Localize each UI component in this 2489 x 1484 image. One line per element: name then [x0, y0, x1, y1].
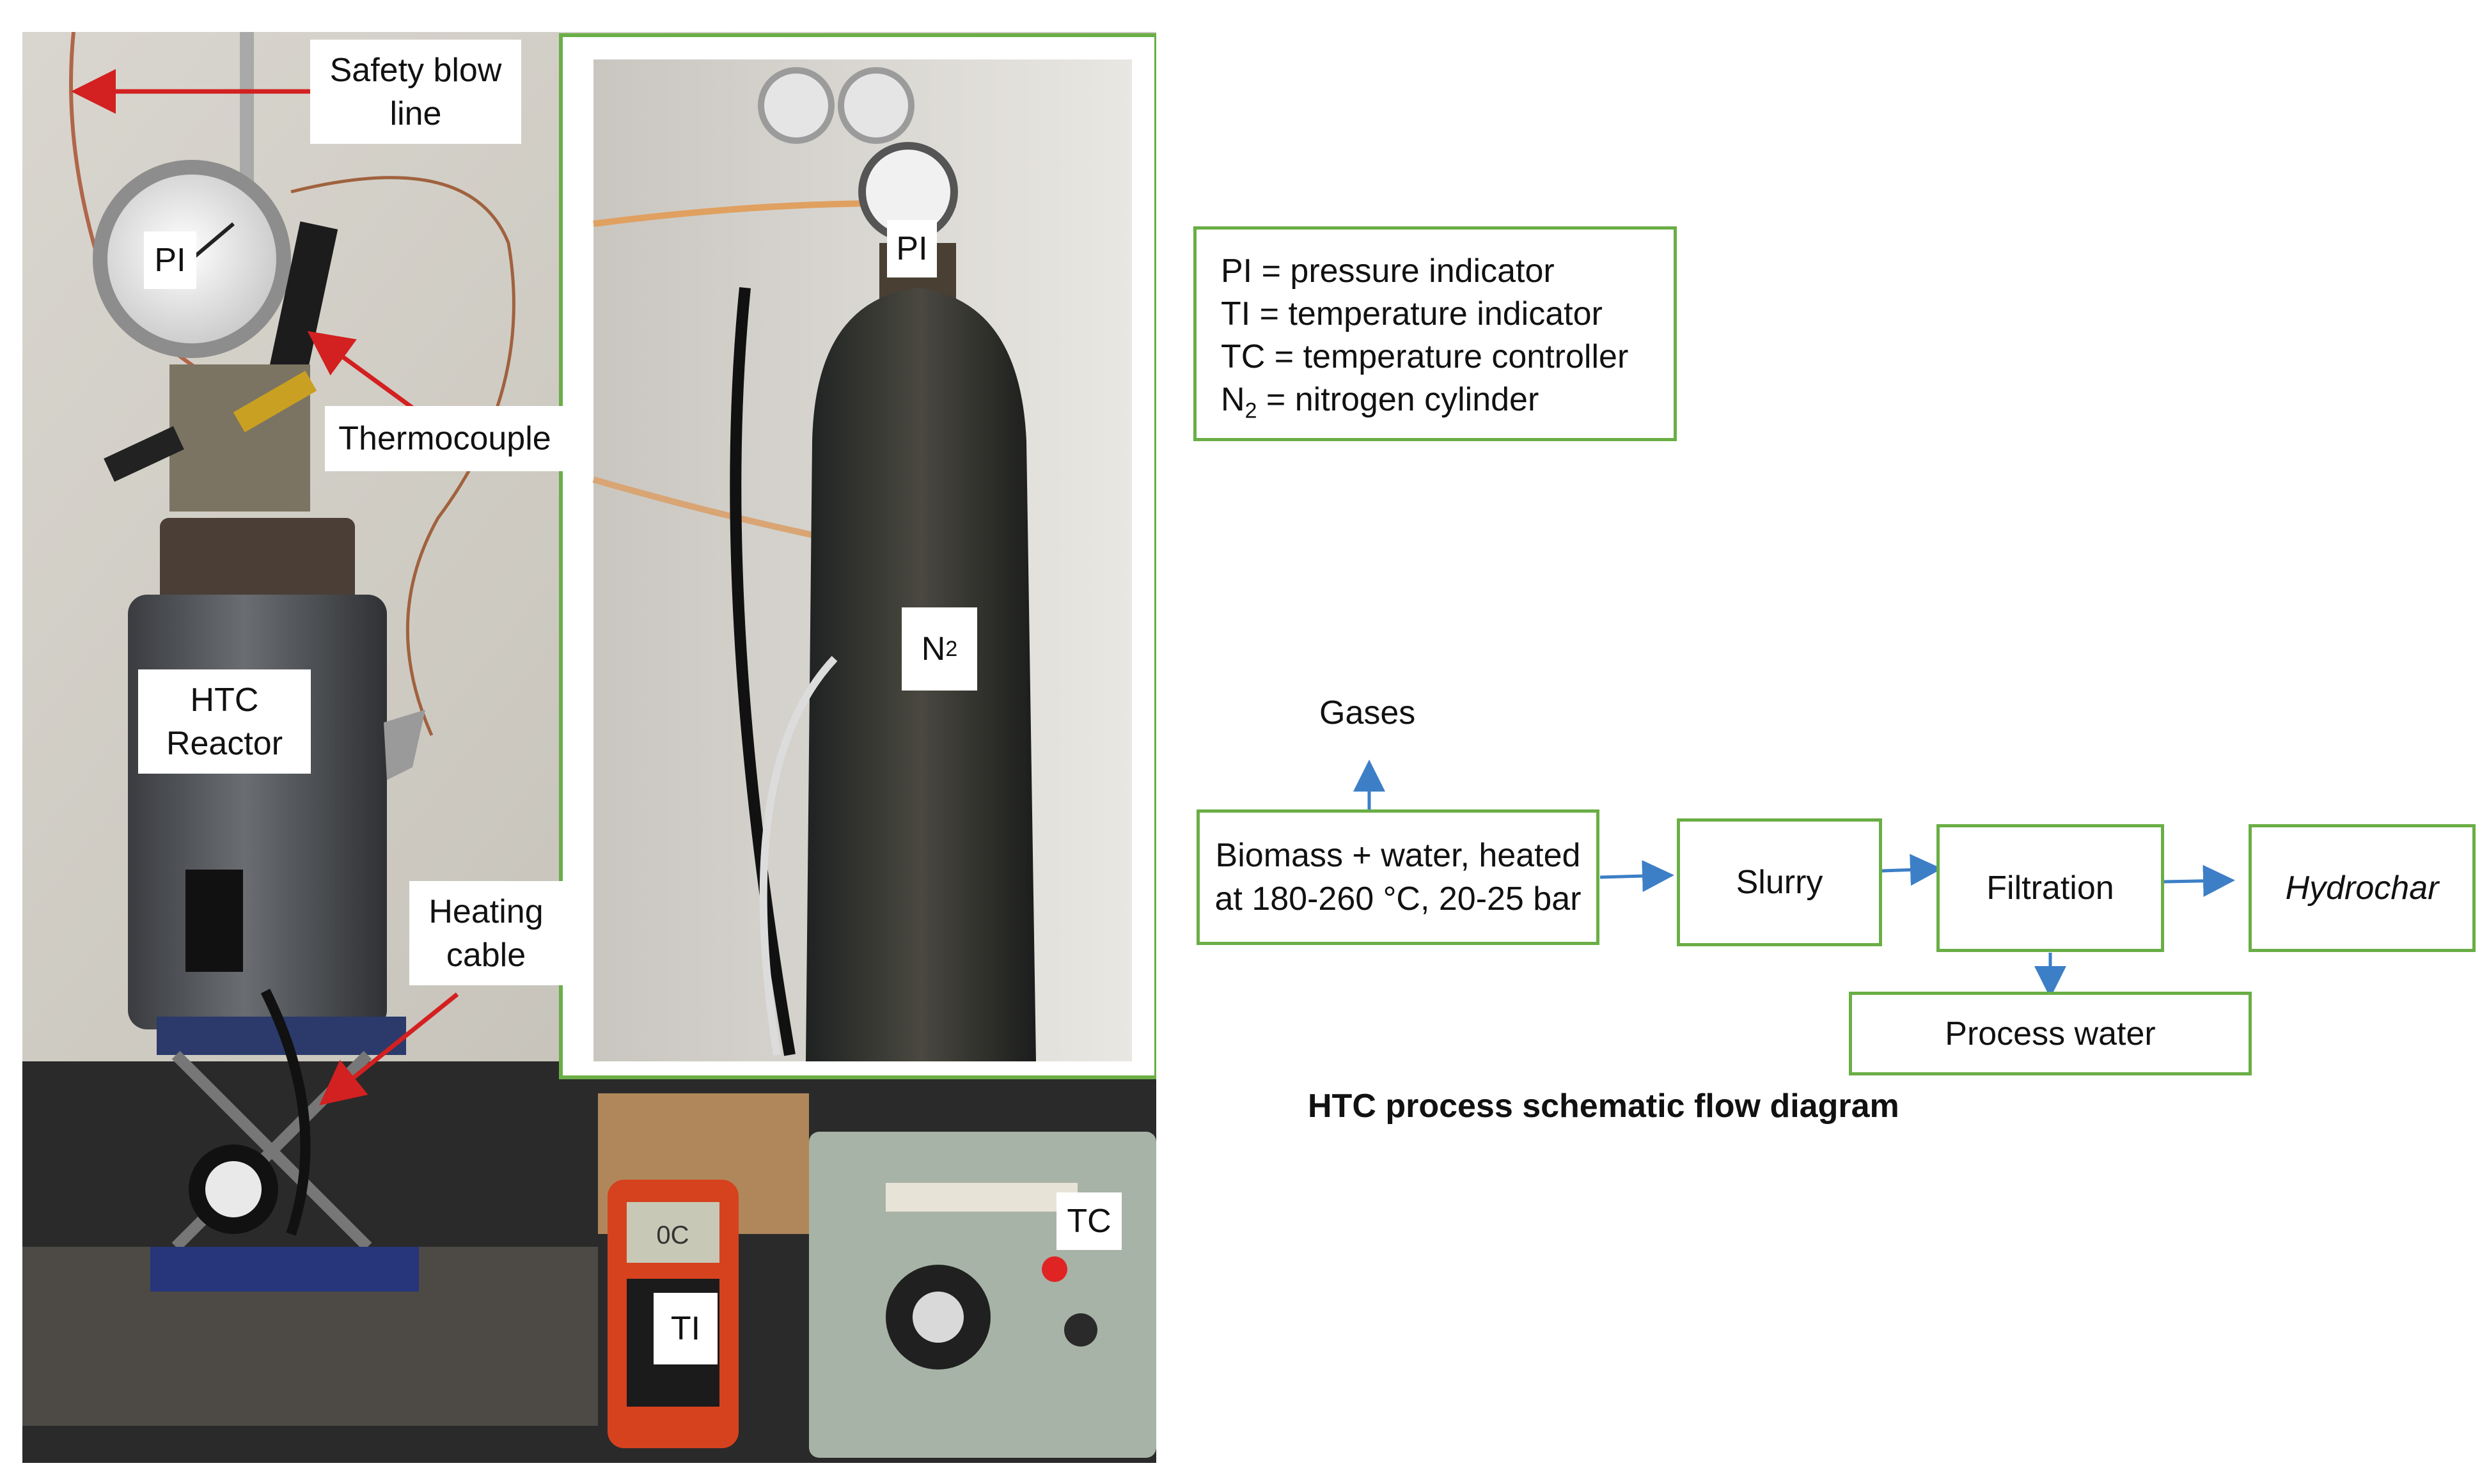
valve-handle-right [233, 370, 317, 433]
flow-step-process-water: Process water [1849, 992, 2252, 1075]
inset-black-hose [730, 287, 796, 1056]
tc-controller-dial-cap [913, 1292, 964, 1343]
label-thermocouple: Thermocouple [325, 406, 565, 471]
label-tc: TC [1056, 1192, 1122, 1250]
reactor-head [160, 518, 355, 614]
label-pi-cylinder: PI [887, 220, 937, 277]
gauge-needle [191, 222, 235, 261]
legend-n2-subscript: 2 [1244, 398, 1257, 423]
legend-line-tc: TC = temperature controller [1221, 338, 1629, 375]
inset-white-tube [759, 655, 838, 1056]
vessel-connector [185, 870, 243, 972]
abbreviation-legend: PI = pressure indicator TI = temperature… [1193, 226, 1677, 441]
flow-step-biomass-heating: Biomass + water, heated at 180-260 °C, 2… [1197, 809, 1599, 945]
tc-controller-switch [1064, 1313, 1097, 1347]
flow-arrow-to-filtration [1881, 854, 1942, 886]
legend-n2-suffix: = nitrogen cylinder [1257, 381, 1539, 418]
htc-reactor-photo: 0C [22, 32, 1156, 1463]
inset-gauge-right [838, 67, 915, 144]
heating-cable [260, 988, 311, 1236]
photo-illustration: 0C [22, 32, 1156, 1463]
thermocouple-wire [290, 176, 515, 737]
lab-jack-base [150, 1247, 419, 1292]
tc-controller-label-plate [886, 1183, 1078, 1212]
flow-step-biomass-line1: Biomass + water, heated [1215, 837, 1581, 874]
flow-arrow-to-hydrochar [2163, 864, 2235, 897]
legend-line-ti: TI = temperature indicator [1221, 295, 1603, 332]
label-safety-blow-line: Safety blow line [310, 40, 521, 144]
flow-step-slurry: Slurry [1677, 818, 1882, 946]
ti-display-reading: 0C [656, 1221, 689, 1249]
flow-arrow-to-slurry [1599, 860, 1674, 893]
thermocouple-arrow [307, 331, 421, 414]
flow-step-hydrochar: Hydrochar [2249, 824, 2476, 952]
flow-step-filtration: Filtration [1936, 824, 2164, 952]
legend-line-n2: N2 = nitrogen cylinder [1221, 379, 1674, 421]
ti-meter-display [627, 1202, 719, 1263]
flow-diagram-caption: HTC process schematic flow diagram [1308, 1088, 1899, 1125]
flow-step-biomass-line2: at 180-260 °C, 20-25 bar [1214, 880, 1582, 918]
tc-controller-indicator-light [1042, 1256, 1067, 1282]
label-htc-reactor: HTC Reactor [138, 669, 311, 774]
legend-line-pi: PI = pressure indicator [1221, 253, 1555, 290]
label-heating-cable: Heating cable [409, 881, 563, 985]
label-pi-reactor: PI [144, 231, 196, 289]
label-ti: TI [654, 1293, 718, 1364]
vessel-handle [384, 710, 425, 780]
legend-n2-prefix: N [1221, 381, 1245, 418]
flow-gases-label: Gases [1319, 694, 1416, 731]
lab-jack-knob-face [205, 1161, 262, 1217]
label-n2-text: N [921, 630, 946, 668]
valve-handle-left [104, 426, 184, 482]
thermocouple-block [269, 221, 338, 373]
flow-step-biomass-text: Biomass + water, heated at 180-260 °C, 2… [1215, 834, 1582, 921]
heating-cable-arrow [319, 992, 459, 1105]
inset-gauge-left [758, 67, 835, 144]
